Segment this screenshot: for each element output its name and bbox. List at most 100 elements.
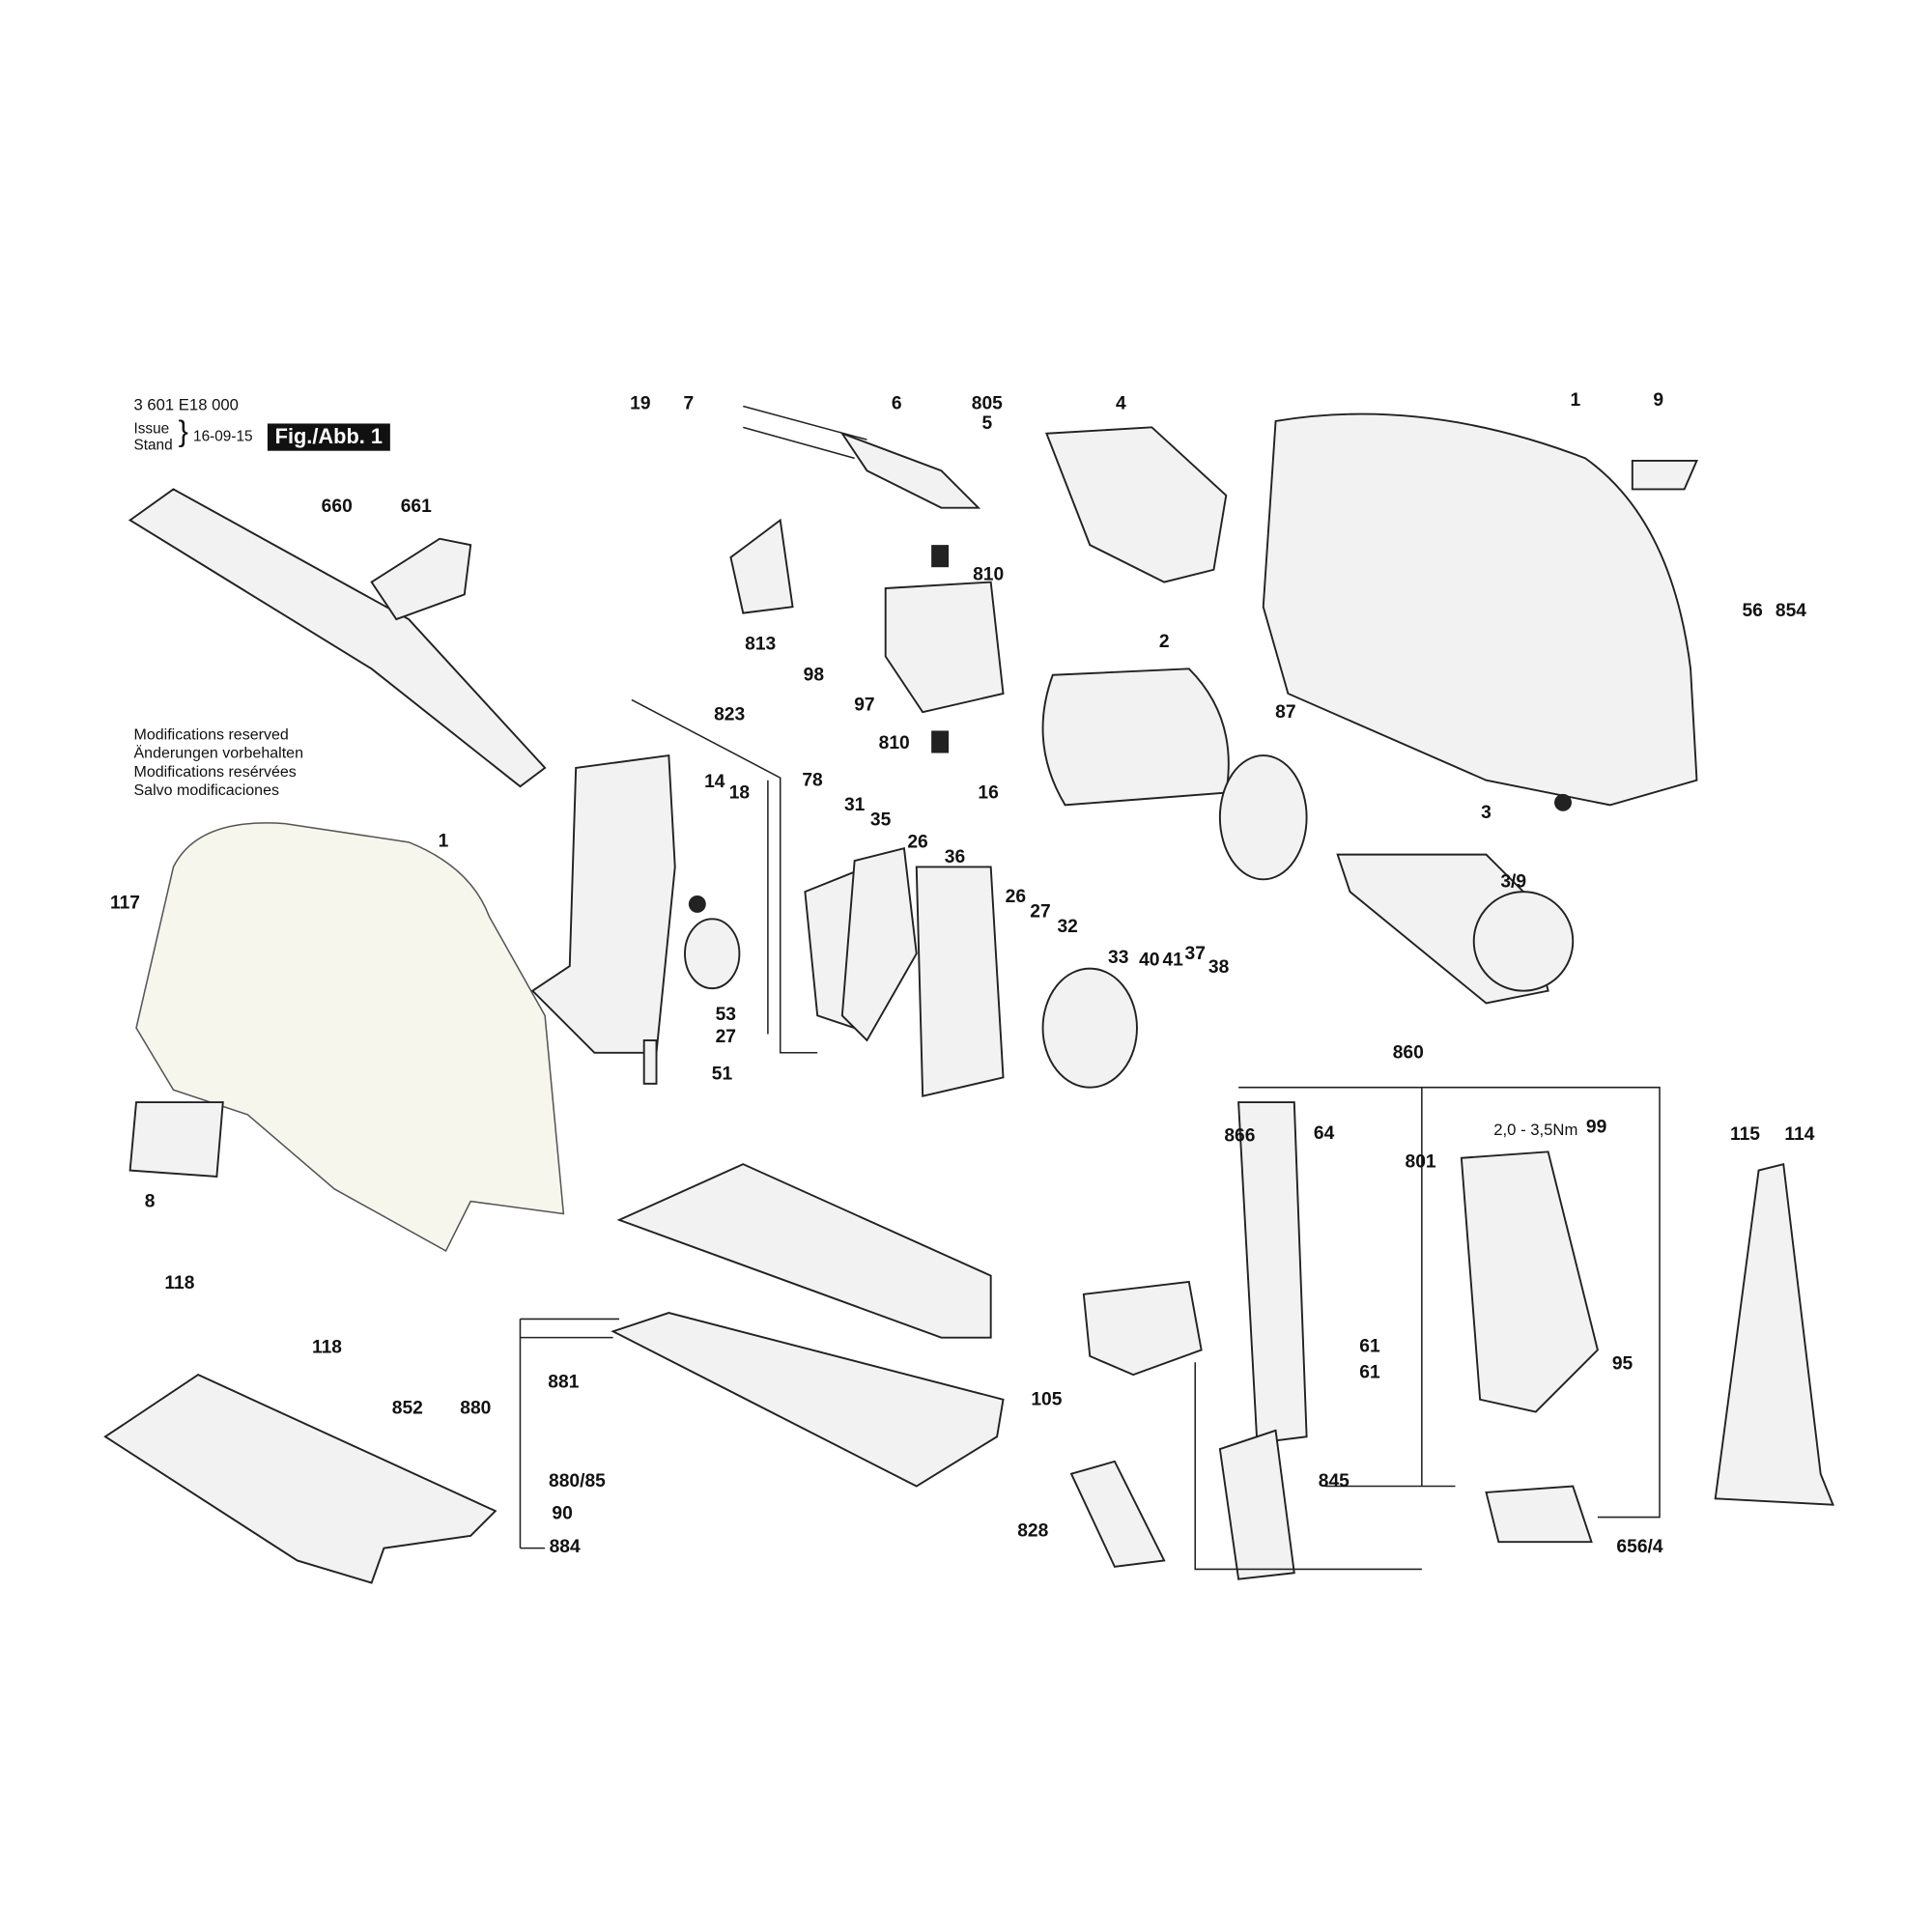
callout: 823 <box>714 703 746 725</box>
callout: 880 <box>460 1397 492 1419</box>
callout: 813 <box>745 633 777 655</box>
adapter-cover-part <box>370 537 472 621</box>
rubber-pad-part <box>128 1101 224 1179</box>
group-bracket <box>1238 1086 1661 1519</box>
callout: 661 <box>400 496 432 518</box>
roller-guide-part <box>1082 1280 1203 1377</box>
blade-holder-part <box>1485 1485 1593 1544</box>
gear-housing-part <box>530 753 676 1054</box>
notice-line: Modifications resérvées <box>133 762 297 781</box>
cable-harness-part <box>1714 1162 1834 1506</box>
callout: 805 <box>971 393 1003 414</box>
footplate-part <box>611 1312 1005 1488</box>
callout: 880/85 <box>549 1470 606 1492</box>
callout: 884 <box>549 1536 581 1558</box>
modifications-notice: Modifications reserved Änderungen vorbeh… <box>133 725 303 800</box>
callout: 860 <box>1392 1041 1424 1064</box>
callout: 118 <box>311 1337 342 1358</box>
callout: 5 <box>981 412 993 435</box>
housing-shell-left-part <box>135 822 565 1252</box>
callout: 801 <box>1405 1151 1436 1173</box>
callout: 31 <box>843 794 866 816</box>
torque-spec: 2,0 - 3,5Nm <box>1493 1120 1578 1139</box>
field-stator-part <box>1041 668 1230 807</box>
callout: 852 <box>391 1397 423 1419</box>
callout: 845 <box>1318 1470 1350 1492</box>
fan-part <box>1472 891 1575 992</box>
callout: 64 <box>1313 1122 1335 1145</box>
callout: 4 <box>1115 393 1126 414</box>
callout: 8 <box>144 1190 156 1212</box>
callout: 115 <box>1729 1123 1760 1146</box>
notice-line: Modifications reserved <box>133 725 289 744</box>
guide-part <box>1069 1460 1166 1568</box>
group-bracket <box>631 698 818 1054</box>
callout: 36 <box>944 846 966 868</box>
grease-mark-icon <box>688 895 706 913</box>
carbon-brush-part <box>931 545 950 568</box>
callout: 61 <box>1359 1335 1380 1357</box>
callout: 656/4 <box>1616 1536 1663 1558</box>
grease-mark-icon <box>1554 793 1572 811</box>
callout: 3/9 <box>1500 870 1527 893</box>
callout: 26 <box>907 831 928 853</box>
callout: 87 <box>1275 701 1296 724</box>
callout: 38 <box>1208 956 1230 979</box>
callout: 90 <box>552 1502 573 1524</box>
housing-shell-right-part <box>1262 412 1698 807</box>
callout: 105 <box>1031 1388 1063 1410</box>
callout: 16 <box>978 781 999 804</box>
callout: 854 <box>1775 600 1806 621</box>
issue-label: Issue <box>133 419 170 438</box>
gear-part <box>1041 967 1138 1089</box>
callout: 9 <box>1653 389 1664 412</box>
lever-part <box>1218 1429 1295 1580</box>
stand-label: Stand <box>133 436 173 454</box>
brush-holder-part <box>884 581 1005 714</box>
power-cable-part <box>743 405 867 460</box>
seal-plate-part <box>840 847 918 1042</box>
callout: 35 <box>869 809 892 831</box>
notice-line: Salvo modificaciones <box>133 781 280 799</box>
lifting-rod-holder-part <box>1460 1151 1599 1413</box>
anti-splinter-part <box>103 1374 497 1584</box>
callout: 828 <box>1017 1520 1049 1542</box>
fan-guide-part <box>1218 754 1308 881</box>
callout: 33 <box>1108 947 1129 968</box>
cable-sleeve-part <box>839 431 981 509</box>
callout: 32 <box>1057 916 1078 937</box>
callout: 810 <box>878 732 910 754</box>
callout: 40 <box>1139 949 1160 971</box>
callout: 78 <box>802 769 823 791</box>
callout: 3 <box>1481 802 1492 823</box>
callout: 61 <box>1359 1361 1380 1383</box>
callout: 98 <box>803 664 825 686</box>
callout: 881 <box>548 1371 580 1393</box>
brace: } <box>178 414 188 449</box>
stroke-rod-part <box>1237 1101 1308 1444</box>
callout: 56 <box>1742 600 1763 621</box>
callout: 14 <box>704 771 725 792</box>
switch-part <box>1044 426 1228 583</box>
callout: 95 <box>1611 1352 1634 1375</box>
pin-part <box>642 1039 658 1085</box>
electronics-part <box>729 518 794 614</box>
callout: 1 <box>1570 389 1581 412</box>
callout: 2 <box>1158 631 1170 653</box>
callout: 37 <box>1184 943 1206 965</box>
notice-line: Änderungen vorbehalten <box>133 744 304 762</box>
callout: 97 <box>854 694 875 716</box>
label-part <box>1631 459 1698 491</box>
callout: 41 <box>1162 949 1183 971</box>
callout: 99 <box>1585 1116 1607 1138</box>
bearing-part <box>684 918 741 990</box>
callout: 810 <box>973 563 1005 585</box>
callout: 660 <box>321 496 353 518</box>
group-bracket <box>519 1318 620 1549</box>
issue-date: 16-09-15 <box>193 427 253 445</box>
callout: 51 <box>711 1063 733 1085</box>
group-bracket <box>1194 1362 1422 1571</box>
callout: 18 <box>728 781 751 804</box>
